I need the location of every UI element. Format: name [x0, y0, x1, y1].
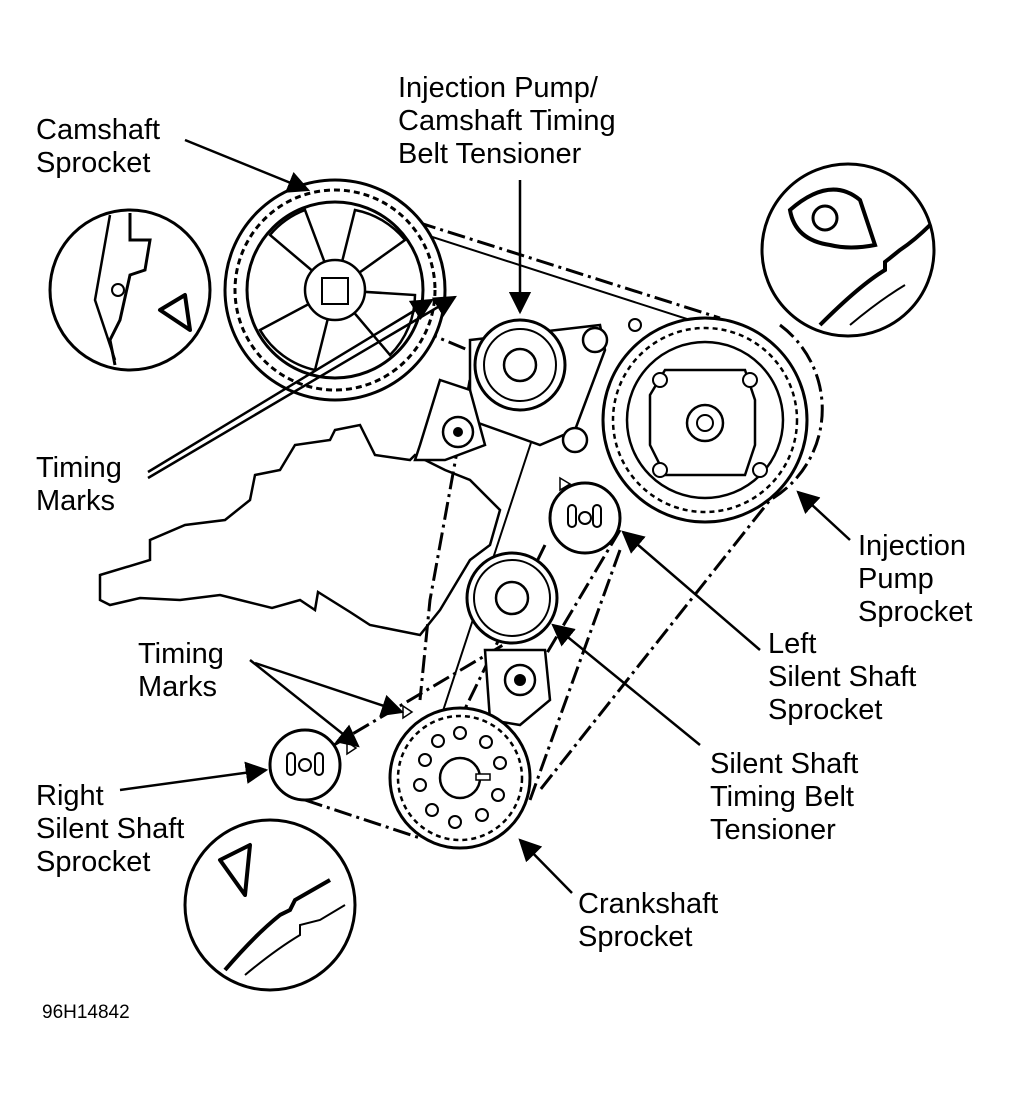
silent-shaft-tensioner [467, 553, 557, 725]
right-silent-shaft-sprocket [270, 730, 356, 800]
leader-silent-shaft-tensioner [551, 623, 700, 745]
detail-inset-injection-pump-mark [762, 164, 934, 336]
silent-shaft-timing-belt [300, 530, 620, 838]
leader-lines [120, 140, 850, 893]
detail-inset-camshaft-mark [50, 210, 210, 370]
leader-timing-marks-lower-2 [255, 663, 405, 717]
label-camshaft-sprocket: Camshaft Sprocket [36, 114, 161, 179]
label-right-silent-shaft-sprocket: Right Silent Shaft Sprocket [36, 780, 185, 878]
label-timing-marks-upper: Timing Marks [36, 452, 122, 517]
leader-timing-marks-lower-1 [250, 660, 360, 748]
leader-left-silent-shaft-sprocket [621, 530, 760, 650]
left-silent-shaft-sprocket [550, 478, 620, 553]
leader-timing-marks-upper-1 [148, 298, 434, 472]
label-left-silent-shaft-sprocket: Left Silent Shaft Sprocket [768, 628, 917, 726]
detail-inset-crankshaft-mark [185, 820, 355, 990]
label-crankshaft-sprocket: Crankshaft Sprocket [578, 888, 719, 953]
camshaft-sprocket [225, 180, 445, 400]
leader-timing-marks-upper-2 [148, 295, 457, 478]
figure-code: 96H14842 [42, 1002, 130, 1023]
engine-block-outline [100, 425, 500, 635]
label-silent-shaft-tensioner: Silent Shaft Timing Belt Tensioner [710, 748, 859, 846]
leader-crankshaft-sprocket [518, 838, 572, 893]
label-injection-pump-tensioner: Injection Pump/ Camshaft Timing Belt Ten… [398, 72, 616, 170]
leader-camshaft-sprocket [185, 140, 311, 193]
leader-injection-pump-sprocket [796, 490, 850, 540]
injection-pump-tensioner [415, 319, 641, 460]
label-injection-pump-sprocket: Injection Pump Sprocket [858, 530, 973, 628]
camshaft-timing-belt [300, 185, 822, 790]
crankshaft-sprocket [390, 706, 530, 848]
injection-pump-sprocket [603, 318, 807, 522]
leader-right-silent-shaft-sprocket [120, 761, 269, 790]
label-timing-marks-lower: Timing Marks [138, 638, 224, 703]
